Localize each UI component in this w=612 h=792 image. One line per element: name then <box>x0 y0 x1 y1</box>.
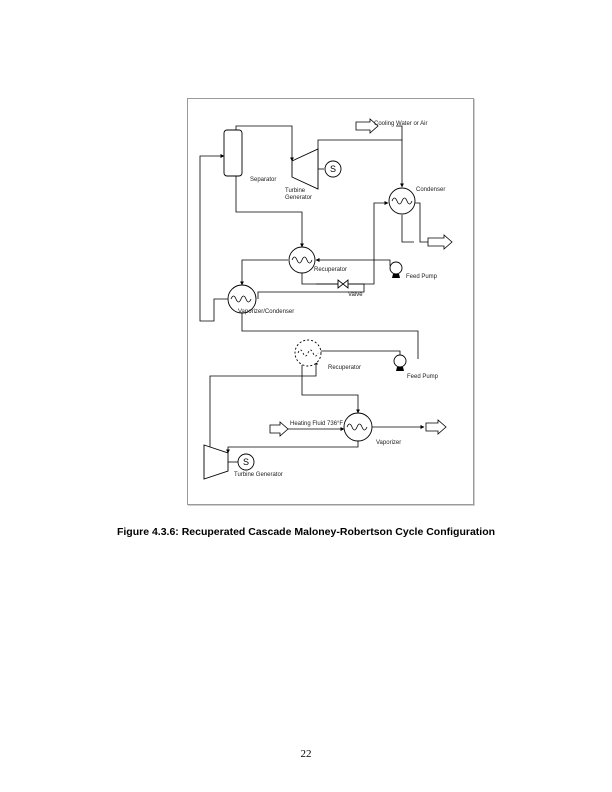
heating-fluid-outlet-arrow <box>425 419 447 435</box>
flow-lines-bottom <box>209 313 425 454</box>
label-valve: Valve <box>348 292 363 298</box>
separator-vessel <box>223 129 243 177</box>
label-feed-pump-bottom: Feed Pump <box>407 374 439 380</box>
feed-pump-top-icon <box>389 261 403 275</box>
pipe-cooling-water <box>396 125 403 140</box>
vaporizer-condenser-icon <box>227 284 257 314</box>
label-cooling-water: Cooling Water or Air <box>374 121 427 127</box>
pipe-recuperator2-to-vaporizer <box>301 365 360 414</box>
pipe-recuperator-to-vapcond <box>240 259 288 286</box>
label-condenser: Condenser <box>416 187 445 193</box>
cooling-water-inlet-arrow <box>355 118 379 134</box>
label-vaporizer: Vaporizer <box>376 440 401 446</box>
label-recuperator-bottom: Recuperator <box>328 365 361 371</box>
label-heating-fluid: Heating Fluid 736°F <box>290 421 343 427</box>
label-feed-pump-top: Feed Pump <box>406 274 438 280</box>
generator-bottom-symbol: S <box>243 457 249 467</box>
vaporizer-icon <box>343 412 373 442</box>
generator-top-icon <box>324 160 342 178</box>
valve-icon <box>337 279 349 289</box>
feed-pump-bottom-icon <box>393 354 407 368</box>
label-separator: Separator <box>250 177 276 183</box>
recuperator-bottom-coil <box>297 349 319 357</box>
recuperator-top-coil <box>291 256 313 264</box>
label-turbine-bottom: Turbine Generator <box>234 472 283 478</box>
feed-pump-bottom-base <box>396 367 404 371</box>
label-turbine-top-line2: Generator <box>285 195 312 201</box>
pipe-vapcond-to-separator <box>199 154 228 322</box>
pipe-feedpump2-to-recuperator2 <box>315 349 401 357</box>
figure-caption: Figure 4.3.6: Recuperated Cascade Malone… <box>116 526 496 538</box>
turbine-top-shape <box>291 148 319 190</box>
pipe-feedpump-to-recuperator <box>315 258 391 266</box>
vaporizer-condenser-coil <box>230 295 252 303</box>
page-number: 22 <box>300 748 312 760</box>
feed-pump-top-base <box>392 274 400 278</box>
generator-top-symbol: S <box>330 164 336 174</box>
pipe-separator-to-turbine <box>235 125 294 162</box>
vaporizer-coil <box>346 423 368 431</box>
label-recuperator-top: Recuperator <box>314 267 347 273</box>
process-diagram: S S Cooling Water or Air Separator Turbi… <box>187 98 474 505</box>
pipe-valve-to-vapcond <box>257 283 365 299</box>
pipe-cooling-outlet <box>414 202 428 243</box>
pipe-vapcond-bottom <box>241 313 419 359</box>
label-vaporizer-condenser: Vaporizer/Condenser <box>238 309 294 315</box>
pipe-separator-to-recuperator <box>235 176 304 248</box>
pipe-turbine2-to-recuperator2 <box>209 360 318 451</box>
generator-bottom-icon <box>237 453 255 471</box>
pipe-vaporizer-to-turbine2 <box>226 441 359 454</box>
turbine-bottom-shape <box>203 444 229 480</box>
condenser-coil <box>391 197 413 205</box>
label-turbine-top-line1: Turbine <box>285 188 306 194</box>
heating-fluid-inlet-arrow <box>269 421 289 437</box>
pipe-condenser-bottom <box>401 215 414 243</box>
cooling-outlet-arrow <box>427 234 453 250</box>
